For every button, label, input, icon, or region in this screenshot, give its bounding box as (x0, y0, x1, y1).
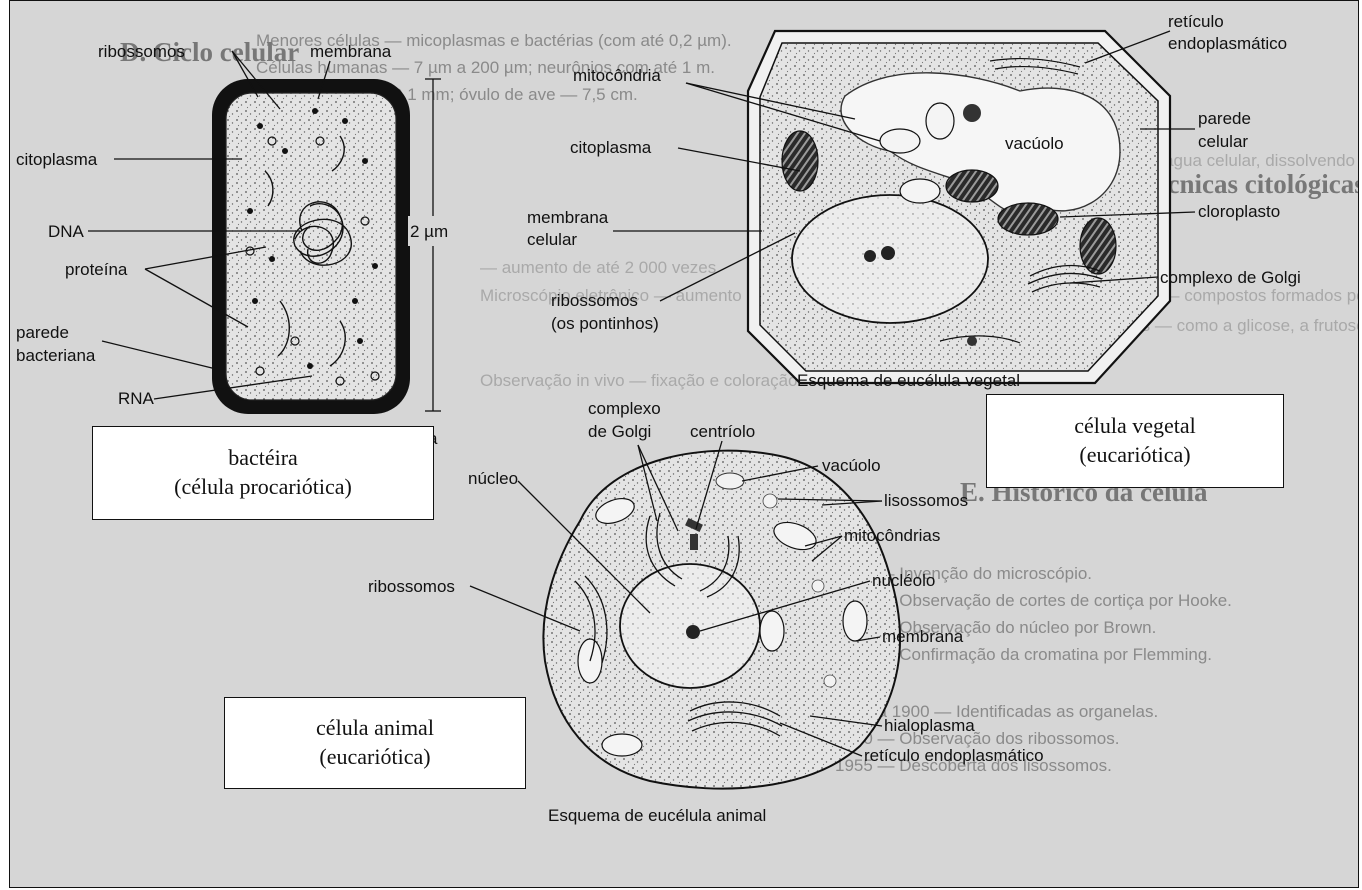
bg-line-micro-3: Observação in vivo — fixação e coloração (480, 371, 798, 390)
label-animal-er: retículo endoplasmático (864, 746, 1044, 765)
label-box-animal-cell: célula animal (eucariótica) (224, 697, 526, 789)
animal-box-line-1: célula animal (316, 714, 434, 743)
plant-chloroplast-2 (998, 203, 1058, 235)
label-bact-ribosomes: ribossomos (98, 42, 185, 61)
label-plant-ribosomes-2: (os pontinhos) (551, 314, 659, 333)
label-plant-cytoplasm: citoplasma (570, 138, 652, 157)
label-animal-mitochondria: mitocôndrias (844, 526, 940, 545)
label-plant-caption: Esquema de eucélula vegetal (797, 371, 1020, 390)
plant-chloroplast-3 (782, 131, 818, 191)
animal-cell-drawing (543, 451, 900, 789)
animal-box-line-2: (eucariótica) (319, 743, 430, 772)
plant-box-line-2: (eucariótica) (1079, 441, 1190, 470)
bacterium-box-line-2: (célula procariótica) (174, 473, 352, 502)
label-plant-chloroplast: cloroplasto (1198, 202, 1280, 221)
label-animal-centriole: centríolo (690, 422, 755, 441)
label-animal-golgi-2: de Golgi (588, 422, 651, 441)
label-bact-membrane: membrana (310, 42, 392, 61)
plant-small-body (963, 104, 981, 122)
bacterium-drawing (212, 79, 468, 414)
plant-nucleolus-b (881, 246, 895, 260)
label-plant-wall-2: celular (1198, 132, 1248, 151)
label-bact-wall-2: bacteriana (16, 346, 96, 365)
label-plant-wall-1: parede (1198, 109, 1251, 128)
label-plant-er-2: endoplasmático (1168, 34, 1287, 53)
label-bact-dna: DNA (48, 222, 85, 241)
plant-chloroplast-4 (1080, 218, 1116, 274)
label-plant-golgi: complexo de Golgi (1160, 268, 1301, 287)
label-animal-ribosomes: ribossomos (368, 577, 455, 596)
bacterium-box-line-1: bactéira (228, 444, 298, 473)
label-plant-mitochondria: mitocôndria (573, 66, 661, 85)
label-animal-membrane: membrana (882, 627, 964, 646)
plant-box-line-1: célula vegetal (1074, 412, 1196, 441)
plant-cell-drawing (748, 31, 1170, 383)
plant-small-granule (967, 336, 977, 346)
bacterial-cytoplasm (226, 93, 396, 400)
label-plant-er-1: retículo (1168, 12, 1224, 31)
label-bact-cytoplasm: citoplasma (16, 150, 98, 169)
label-bact-protein: proteína (65, 260, 128, 279)
label-plant-membrane-1: membrana (527, 208, 609, 227)
label-box-bacterium: bactéira (célula procariótica) (92, 426, 434, 520)
label-animal-vacuole: vacúolo (822, 456, 881, 475)
cell-types-figure: Menores células — micoplasmas e bactéria… (9, 0, 1359, 888)
label-animal-hyaloplasm: hialoplasma (884, 716, 975, 735)
animal-centriole-b (690, 534, 698, 550)
plant-nucleolus-a (864, 250, 876, 262)
label-bact-wall-1: parede (16, 323, 69, 342)
label-bact-scale: 2 µm (410, 222, 448, 241)
leader-bact-wall (102, 341, 216, 369)
label-animal-lysosomes: lisossomos (884, 491, 968, 510)
plant-chloroplast-1 (946, 170, 998, 202)
bg-line-micro-1: — aumento de até 2 000 vezes (480, 258, 716, 277)
label-plant-vacuole: vacúolo (1005, 134, 1064, 153)
label-animal-nucleus: núcleo (468, 469, 518, 488)
label-box-plant-cell: célula vegetal (eucariótica) (986, 394, 1284, 488)
label-animal-caption: Esquema de eucélula animal (548, 806, 766, 825)
label-plant-ribosomes-1: ribossomos (551, 291, 638, 310)
label-animal-golgi-1: complexo (588, 399, 661, 418)
animal-nucleolus (686, 625, 700, 639)
label-bact-rna: RNA (118, 389, 155, 408)
animal-vacuole (716, 473, 744, 489)
label-plant-membrane-2: celular (527, 230, 577, 249)
label-animal-nucleolus: nucléolo (872, 571, 935, 590)
